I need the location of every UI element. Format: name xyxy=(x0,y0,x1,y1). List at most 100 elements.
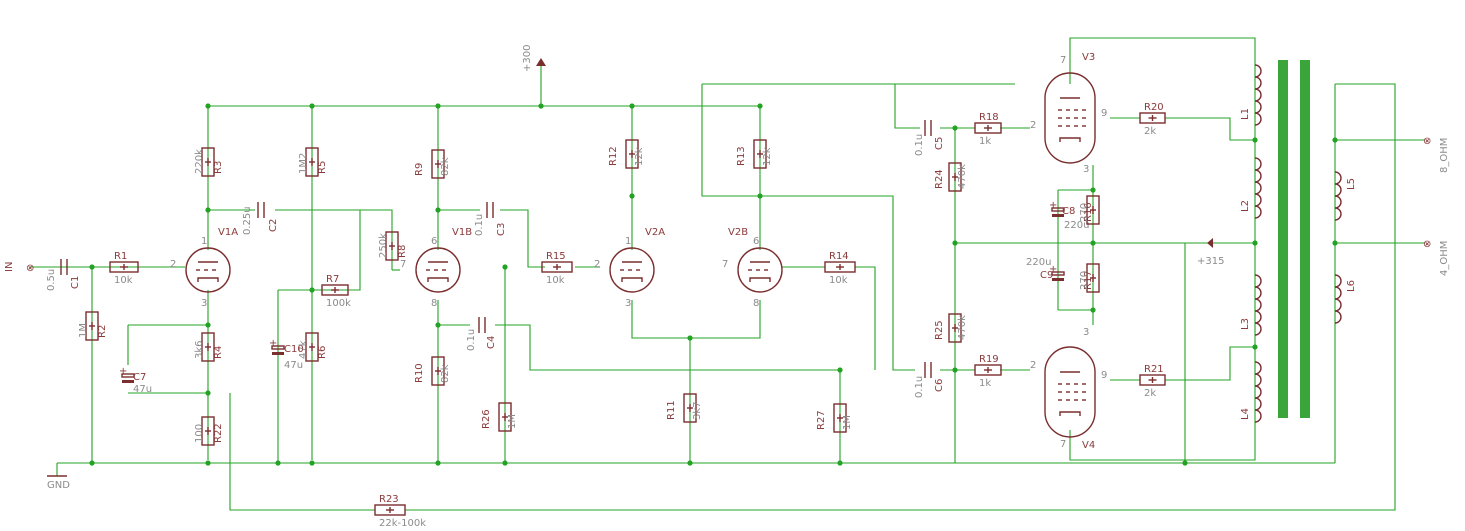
component-name: R22 xyxy=(213,423,224,443)
junction xyxy=(502,460,508,466)
junction xyxy=(205,390,211,396)
junction xyxy=(1090,240,1096,246)
junction xyxy=(837,460,843,466)
junction-dots xyxy=(89,103,1338,466)
svg-text:1: 1 xyxy=(625,236,631,247)
wire xyxy=(1069,430,1256,461)
component-value: 470k xyxy=(957,315,968,340)
component-value: 12k xyxy=(634,147,645,166)
wire xyxy=(275,209,393,270)
component-value: 1k xyxy=(979,136,991,147)
svg-text:C2: C2 xyxy=(268,219,279,232)
junction xyxy=(1252,344,1258,350)
junction xyxy=(757,103,763,109)
junction xyxy=(309,287,315,293)
junction xyxy=(89,264,95,270)
net-gnd-label: GND xyxy=(47,480,70,491)
junction xyxy=(687,335,693,341)
svg-text:8: 8 xyxy=(753,298,759,309)
component-value: 22k-100k xyxy=(379,518,426,529)
tube-envelope xyxy=(1044,72,1096,164)
svg-text:+: + xyxy=(119,366,127,377)
component-name: L6 xyxy=(1346,280,1357,292)
component-name: C5 xyxy=(934,137,945,150)
resistor-body xyxy=(974,122,1002,134)
component-value: 220u xyxy=(1064,220,1089,231)
component-value: 82k xyxy=(440,157,451,176)
component-name: R3 xyxy=(213,161,224,174)
component-value: 0.1u xyxy=(914,376,925,398)
component-value: 1M xyxy=(842,415,853,430)
tube-name: V2B xyxy=(728,227,748,238)
junction xyxy=(275,460,281,466)
component-name: R26 xyxy=(481,409,492,429)
inductor-l2: L2 xyxy=(1240,157,1262,219)
component-name: C9 xyxy=(1040,270,1053,281)
wire xyxy=(702,83,920,129)
svg-text:7: 7 xyxy=(1060,55,1066,66)
net-b300-label: +300 xyxy=(522,45,533,72)
junction xyxy=(687,460,693,466)
transformer-core-left xyxy=(1278,60,1288,418)
resistor-body xyxy=(948,162,962,192)
resistor-body xyxy=(201,147,215,177)
wire xyxy=(855,266,876,370)
component-name: C4 xyxy=(486,336,497,349)
resistor-body xyxy=(305,332,319,362)
component-name: R7 xyxy=(326,274,339,285)
component-name: L3 xyxy=(1240,318,1251,330)
component-name: R27 xyxy=(816,410,827,430)
transformer-core-right xyxy=(1300,60,1310,418)
wire xyxy=(229,393,375,511)
svg-text:2: 2 xyxy=(1030,120,1036,131)
svg-text:1: 1 xyxy=(201,236,207,247)
wires xyxy=(30,37,1425,511)
resistor-body xyxy=(498,402,512,432)
junction xyxy=(309,103,315,109)
junction xyxy=(1090,187,1096,193)
junction xyxy=(1332,137,1338,143)
svg-text:⊗: ⊗ xyxy=(26,263,34,274)
component-value: 270 xyxy=(1079,203,1090,222)
component-name: L2 xyxy=(1240,200,1251,212)
wire xyxy=(1165,346,1255,381)
component-value: 0.1u xyxy=(914,134,925,156)
component-name: R18 xyxy=(979,112,999,123)
resistor-body xyxy=(948,313,962,343)
resistor-r26: R26 1M xyxy=(481,402,518,432)
component-name: R13 xyxy=(736,146,747,166)
component-value: 470k xyxy=(957,164,968,189)
pentode-v3: V3 xyxy=(1044,52,1096,164)
component-value: 0.5u xyxy=(46,269,57,291)
capacitor-c6: C60.1u xyxy=(914,362,945,398)
resistor-body xyxy=(201,332,215,362)
capacitor-c4: C40.1u xyxy=(466,317,497,351)
component-name: R24 xyxy=(934,169,945,189)
resistor-body xyxy=(201,416,215,446)
resistor-r18: R18 1k xyxy=(974,112,1002,147)
component-name: R17 xyxy=(1083,270,1094,290)
capacitor-c3: C30.1u xyxy=(474,202,507,236)
tube-envelope xyxy=(415,247,461,293)
component-name: R4 xyxy=(213,346,224,359)
svg-text:0.25u: 0.25u xyxy=(242,206,253,235)
component-value: 0.1u xyxy=(474,214,485,236)
component-value: 3k7 xyxy=(692,401,703,420)
component-name: R25 xyxy=(934,320,945,340)
svg-text:9: 9 xyxy=(1101,108,1107,119)
resistor-r24: R24 470k xyxy=(934,162,968,192)
component-value: 100 xyxy=(194,424,205,443)
svg-text:3: 3 xyxy=(1083,327,1089,338)
component-name: C1 xyxy=(70,276,81,289)
component-value: 1M xyxy=(507,414,518,429)
